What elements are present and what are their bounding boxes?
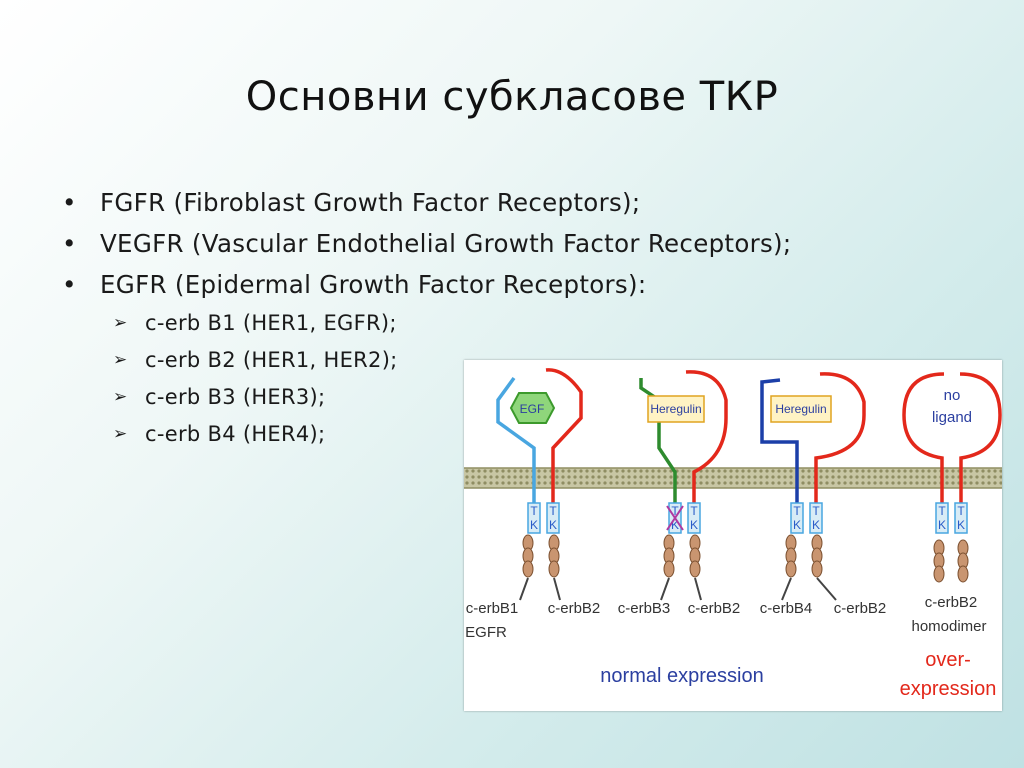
sub-bullet-item: ➢ c-erb B1 (HER1, EGFR); (60, 309, 791, 346)
receptor-label: c-erbB4 (760, 600, 813, 617)
caption-overexpression: over- (925, 649, 971, 671)
inactive-kinase-cross (666, 505, 684, 531)
caption-normal-expression: normal expression (600, 665, 763, 687)
sub-bullet-text: c-erb B3 (HER3); (145, 385, 326, 409)
receptor-label: c-erbB2 (688, 600, 741, 617)
tk-domain (790, 502, 804, 534)
tk-letter: K (793, 518, 801, 532)
receptor-pair-homodimer: no ligand T K T K (902, 372, 1002, 583)
sub-bullet-item: ➢ c-erb B4 (HER4); (60, 420, 791, 457)
ligand-label: Heregulin (775, 402, 826, 416)
arrow-bullet-icon: ➢ (113, 350, 128, 370)
receptor-label: c-erbB2 (548, 600, 601, 617)
tk-letter: T (812, 504, 820, 518)
receptor-pair-egfr: EGF T K T K (496, 368, 583, 601)
slide-title: Основни субкласове ТКР (245, 74, 779, 120)
bullet-text: EGFR (Epidermal Growth Factor Receptors)… (100, 270, 647, 299)
bullet-item: • FGFR (Fibroblast Growth Factor Receptor… (60, 186, 791, 227)
receptor-diagram: EGF T K T K Heregulin T K T K (464, 368, 1002, 700)
tk-letter: T (530, 504, 538, 518)
bullet-marker: • (62, 188, 77, 217)
tk-letter: T (793, 504, 801, 518)
tk-domain (954, 502, 968, 534)
tk-letter: T (938, 504, 946, 518)
sub-bullet-text: c-erb B2 (HER1, HER2); (145, 348, 398, 372)
bullet-text: VEGFR (Vascular Endothelial Growth Facto… (100, 229, 792, 258)
tk-letter: K (957, 518, 965, 532)
tk-domain (546, 502, 560, 534)
tk-letter: K (812, 518, 820, 532)
tk-letter: K (938, 518, 946, 532)
tk-letter: K (549, 518, 557, 532)
receptor-label: c-erbB1 (466, 600, 519, 617)
tk-domain (687, 502, 701, 534)
ligand-label: EGF (520, 402, 545, 416)
receptor-label: c-erbB2 (834, 600, 887, 617)
arrow-bullet-icon: ➢ (113, 313, 128, 333)
ligand-label: Heregulin (650, 402, 701, 416)
receptor-pair-her3: Heregulin T K T K (639, 370, 728, 601)
tk-letter: T (671, 504, 679, 518)
heregulin-ligand (647, 395, 705, 423)
bullet-item: • EGFR (Epidermal Growth Factor Receptors… (60, 268, 791, 309)
heregulin-ligand (770, 395, 832, 423)
arrow-bullet-icon: ➢ (113, 424, 128, 444)
tk-domain (935, 502, 949, 534)
sub-bullet-item: ➢ c-erb B3 (HER3); (60, 383, 791, 420)
ligand-label: no (944, 387, 961, 404)
receptor-label: homodimer (911, 618, 986, 635)
receptor-pair-her4: Heregulin T K T K (760, 372, 866, 601)
bullet-list: • FGFR (Fibroblast Growth Factor Receptor… (60, 186, 791, 457)
sub-bullet-text: c-erb B4 (HER4); (145, 422, 326, 446)
cell-membrane (464, 468, 1002, 488)
bullet-item: • VEGFR (Vascular Endothelial Growth Fact… (60, 227, 791, 268)
tk-letter: T (549, 504, 557, 518)
bullet-marker: • (62, 229, 77, 258)
bullet-marker: • (62, 270, 77, 299)
tk-letter: K (671, 518, 679, 532)
sub-bullet-item: ➢ c-erb B2 (HER1, HER2); (60, 346, 791, 383)
receptor-label: EGFR (465, 624, 507, 641)
tk-domain (527, 502, 541, 534)
egf-ligand (509, 392, 556, 424)
tk-letter: T (690, 504, 698, 518)
bullet-text: FGFR (Fibroblast Growth Factor Receptors… (100, 188, 641, 217)
caption-overexpression: expression (900, 678, 997, 700)
ligand-label: ligand (932, 409, 972, 426)
tk-letter: K (530, 518, 538, 532)
arrow-bullet-icon: ➢ (113, 387, 128, 407)
tk-domain (809, 502, 823, 534)
receptor-label: c-erbB2 (925, 594, 978, 611)
receptor-label: c-erbB3 (618, 600, 671, 617)
sub-bullet-text: c-erb B1 (HER1, EGFR); (145, 311, 397, 335)
tk-letter: K (690, 518, 698, 532)
her-receptor-figure: EGF T K T K Heregulin T K T K (464, 360, 1002, 711)
tk-letter: T (957, 504, 965, 518)
